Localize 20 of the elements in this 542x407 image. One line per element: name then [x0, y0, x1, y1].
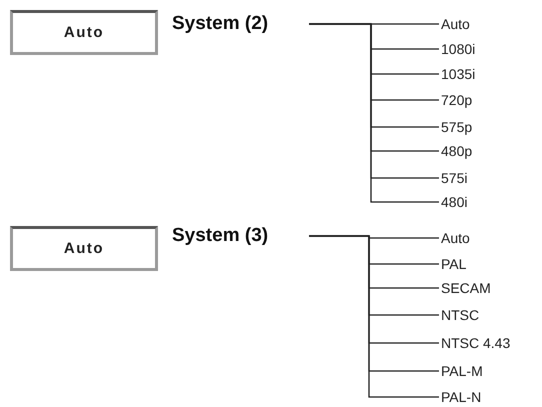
- menu-option: 720p: [441, 90, 536, 110]
- menu-option: 480p: [441, 141, 536, 161]
- menu-option: SECAM: [441, 278, 536, 298]
- menu-option: Auto: [441, 228, 536, 248]
- menu-option: 480i: [441, 192, 536, 212]
- setting-box: Auto: [10, 226, 158, 271]
- connector-line: [309, 235, 439, 398]
- menu-option: 1080i: [441, 39, 536, 59]
- menu-option: NTSC 4.43: [441, 333, 536, 353]
- menu-option: 1035i: [441, 64, 536, 84]
- menu-option: 575p: [441, 117, 536, 137]
- menu-option: Auto: [441, 14, 536, 34]
- menu-option: 575i: [441, 168, 536, 188]
- menu-option: NTSC: [441, 305, 536, 325]
- setting-box: Auto: [10, 10, 158, 55]
- menu-label: System (2): [172, 12, 309, 36]
- menu-option: PAL-N: [441, 387, 536, 407]
- menu-label: System (3): [172, 224, 309, 248]
- menu-option: PAL: [441, 254, 536, 274]
- menu-option: PAL-M: [441, 361, 536, 381]
